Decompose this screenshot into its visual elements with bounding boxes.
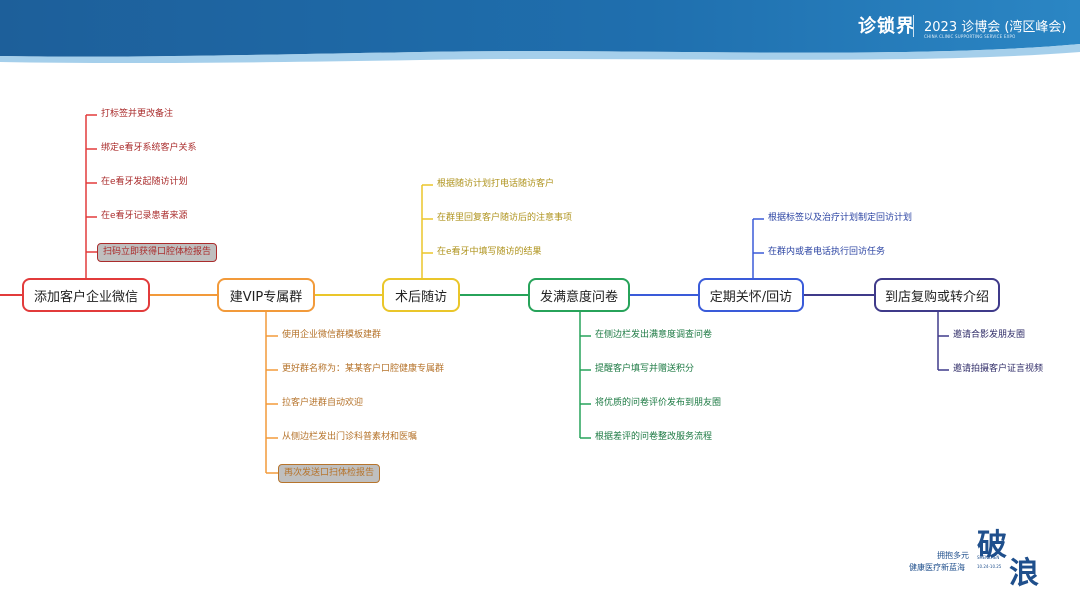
branch-item-add-wechat: 打标签并更改备注 — [101, 109, 174, 119]
stamp-char-lang: 浪 — [1009, 556, 1039, 591]
event-stamp: 破 浪 拥抱多元 健康医疗新蓝海 SHENZHEN 10.24-10.25 — [905, 520, 1055, 600]
branch-item-survey: 提醒客户填写并赠送积分 — [595, 364, 695, 374]
header-wave — [0, 0, 1080, 64]
branch-item-add-wechat: 绑定e看牙系统客户关系 — [101, 143, 197, 153]
stamp-date: 10.24-10.25 — [977, 564, 1002, 569]
node-label: 发满意度问卷 — [539, 289, 618, 305]
stamp-city: SHENZHEN — [977, 555, 1000, 560]
event-title: 2023 诊博会 (湾区峰会) — [924, 20, 1067, 35]
node-care: 定期关怀/回访 — [698, 278, 804, 312]
branch-item-post-op: 根据随访计划打电话随访客户 — [437, 179, 555, 189]
node-label: 到店复购或转介绍 — [884, 289, 989, 305]
branch-item-revisit: 邀请合影发朋友圈 — [953, 330, 1026, 340]
branch-item-survey: 将优质的问卷评价发布到朋友圈 — [595, 398, 722, 408]
node-revisit: 到店复购或转介绍 — [874, 278, 1000, 312]
branch-item-revisit: 邀请拍摄客户证言视频 — [953, 364, 1044, 374]
branch-item-add-wechat: 扫码立即获得口腔体检报告 — [97, 243, 218, 262]
event-subtitle: CHINA CLINIC SUPPORTING SERVICE EXPO — [924, 34, 1016, 39]
branch-item-vip-group: 拉客户进群自动欢迎 — [282, 398, 364, 408]
branch-item-post-op: 在e看牙中填写随访的结果 — [437, 247, 542, 257]
node-label: 建VIP专属群 — [229, 289, 303, 305]
node-label: 添加客户企业微信 — [33, 289, 138, 305]
node-post-op: 术后随访 — [382, 278, 460, 312]
node-label: 定期关怀/回访 — [709, 289, 793, 305]
branch-item-care: 根据标签以及治疗计划制定回访计划 — [768, 213, 913, 223]
header-banner: 诊锁界 2023 诊博会 (湾区峰会) CHINA CLINIC SUPPORT… — [0, 0, 1080, 70]
branch-item-care: 在群内或者电话执行回访任务 — [768, 247, 886, 257]
branch-item-post-op: 在群里回复客户随访后的注意事项 — [437, 213, 573, 223]
branch-item-survey: 在侧边栏发出满意度调查问卷 — [595, 330, 713, 340]
branch-item-vip-group: 更好群名称为：某某客户口腔健康专属群 — [282, 364, 445, 374]
branch-item-vip-group: 使用企业微信群模板建群 — [282, 330, 382, 340]
node-survey: 发满意度问卷 — [528, 278, 630, 312]
branch-item-add-wechat: 在e看牙发起随访计划 — [101, 177, 188, 187]
branch-item-survey: 根据差评的问卷整改服务流程 — [595, 432, 713, 442]
stamp-line1: 拥抱多元 — [937, 551, 969, 560]
stamp-line2: 健康医疗新蓝海 — [909, 563, 965, 572]
branch-item-vip-group: 从侧边栏发出门诊科普素材和医嘱 — [282, 432, 418, 442]
node-vip-group: 建VIP专属群 — [217, 278, 315, 312]
branch-item-add-wechat: 在e看牙记录患者来源 — [101, 211, 188, 221]
node-add-wechat: 添加客户企业微信 — [22, 278, 150, 312]
node-label: 术后随访 — [394, 289, 447, 305]
brand-logo: 诊锁界 — [858, 16, 915, 37]
branch-item-vip-group: 再次发送口扫体检报告 — [278, 464, 381, 483]
brand-divider — [913, 15, 914, 37]
stamp-char-po: 破 — [977, 528, 1007, 563]
